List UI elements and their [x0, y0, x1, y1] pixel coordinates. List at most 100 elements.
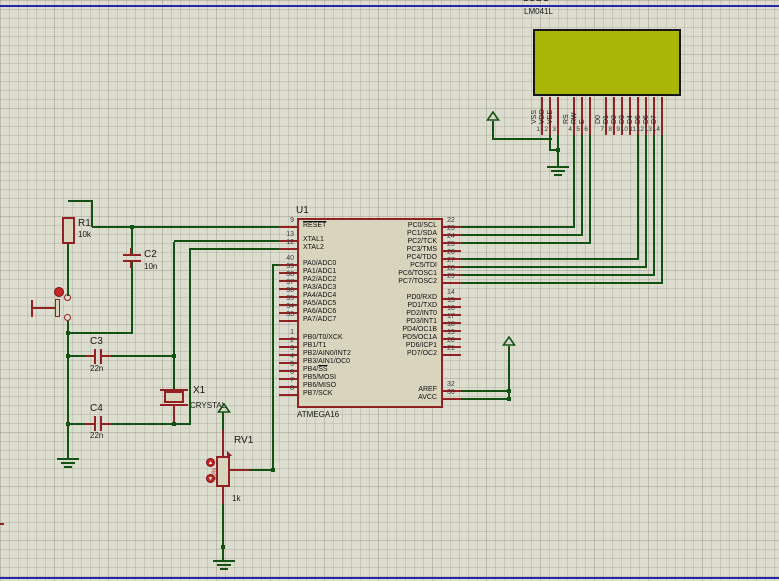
wire: [653, 135, 655, 275]
chip-pin-name: PD1/TXD: [407, 302, 437, 309]
wire: [67, 356, 69, 424]
wire: [581, 135, 583, 235]
chip-pin-name: PD0/RXD: [406, 294, 437, 301]
lcd-pin-label: D0: [595, 115, 602, 124]
chip-pin-stub: [279, 370, 297, 372]
chip-pin-name: PC6/TOSC1: [398, 270, 437, 277]
lcd-pin-number: 3: [552, 126, 556, 133]
wire: [573, 135, 575, 227]
chip-pin-number: 1: [290, 329, 294, 336]
chip-pin-name: PD6/ICP1: [405, 342, 437, 349]
wire: [69, 423, 86, 425]
chip-pin-stub: [443, 282, 461, 284]
chip-pin-number: 18: [447, 321, 455, 328]
chip-pin-stub: [443, 338, 461, 340]
lcd-pin-label: E: [579, 119, 586, 124]
chip-pin-number: 25: [447, 241, 455, 248]
lcd-pin-number: 13: [644, 126, 652, 133]
wire: [492, 138, 552, 140]
component-lead: [123, 254, 141, 256]
chip-pin-stub: [443, 322, 461, 324]
lcd-pin-number: 12: [636, 126, 644, 133]
chip-pin-name: PC1/SDA: [407, 230, 437, 237]
wire: [222, 503, 224, 548]
chip-pin-number: 33: [286, 311, 294, 318]
crystal-body[interactable]: [164, 391, 184, 403]
wire: [272, 264, 274, 471]
component-lead: [222, 430, 224, 457]
junction-dot: [130, 225, 134, 229]
sheet-border-top: [0, 5, 779, 7]
chip-pin-number: 24: [447, 233, 455, 240]
chip-body[interactable]: [297, 218, 443, 408]
lcd-pin-stub: [573, 97, 575, 135]
junction-dot: [66, 422, 70, 426]
push-button[interactable]: [54, 287, 64, 297]
wire: [67, 423, 69, 459]
up-arrow-icon: ▲: [208, 460, 213, 466]
wire: [92, 226, 280, 228]
lcd-pin-number: 7: [600, 126, 604, 133]
wire: [557, 135, 559, 150]
cap-c2-value-label: 10n: [144, 262, 158, 271]
wire: [173, 242, 175, 390]
junction-dot: [507, 389, 511, 393]
lcd-pin-label: D1: [603, 115, 610, 124]
wire: [67, 244, 69, 296]
crystal-ref-label: X1: [193, 385, 206, 396]
junction-dot: [172, 354, 176, 358]
lcd-value-label: LM041L: [524, 7, 553, 16]
chip-pin-name: XTAL1: [303, 236, 324, 243]
resistor-body[interactable]: [62, 217, 75, 244]
wire: [67, 321, 69, 333]
ground-symbol-bar: [61, 462, 75, 464]
chip-pin-name: PB1/T1: [303, 342, 327, 349]
cap-c3-ref-label: C3: [90, 336, 103, 347]
wire: [68, 200, 93, 202]
component-lead: [102, 355, 111, 357]
chip-pin-number: 7: [290, 377, 294, 384]
chip-value-label: ATMEGA16: [297, 410, 340, 419]
component-lead: [94, 416, 96, 431]
chip-pin-number: 14: [447, 289, 455, 296]
component-lead: [100, 416, 102, 431]
chip-pin-name: PC2/TCK: [407, 238, 437, 245]
pot-decrease-button[interactable]: ▼: [206, 474, 215, 483]
crystal-value-label: CRYSTAL: [190, 401, 227, 410]
lcd-pin-label: D5: [635, 115, 642, 124]
chip-pin-name: PC7/TOSC2: [398, 278, 437, 285]
wire: [492, 121, 494, 139]
cap-c4-value-label: 22n: [90, 431, 104, 440]
chip-pin-stub: [279, 320, 297, 322]
chip-pin-name: PC0/SCL: [407, 222, 437, 229]
ground-symbol-bar: [554, 174, 562, 176]
chip-pin-number: 21: [447, 345, 455, 352]
wire: [549, 149, 559, 151]
lcd-pin-number: 5: [576, 126, 580, 133]
chip-pin-name: PA4/ADC4: [303, 292, 337, 299]
wire: [189, 248, 280, 250]
pot-body[interactable]: [216, 456, 230, 487]
component-lead: [0, 523, 4, 525]
wire: [461, 258, 639, 260]
chip-pin-number: 3: [290, 345, 294, 352]
chip-pin-name: PB6/MISO: [303, 382, 337, 389]
component-lead: [123, 260, 141, 262]
power-terminal-icon: [486, 111, 500, 121]
wire: [461, 398, 510, 400]
ground-symbol-bar: [213, 560, 235, 562]
wire: [461, 242, 591, 244]
lcd-pin-number: 8: [608, 126, 612, 133]
chip-pin-stub: [279, 346, 297, 348]
wire: [637, 135, 639, 259]
component-lead: [160, 389, 188, 391]
chip-pin-name: PA1/ADC1: [303, 268, 337, 275]
component-lead: [102, 423, 111, 425]
chip-pin-number: 23: [447, 225, 455, 232]
chip-pin-name: PD3/INT1: [406, 318, 437, 325]
lcd-screen[interactable]: [533, 29, 681, 96]
pot-increase-button[interactable]: ▲: [206, 458, 215, 467]
ground-symbol-bar: [57, 458, 79, 460]
junction-dot: [221, 545, 225, 549]
